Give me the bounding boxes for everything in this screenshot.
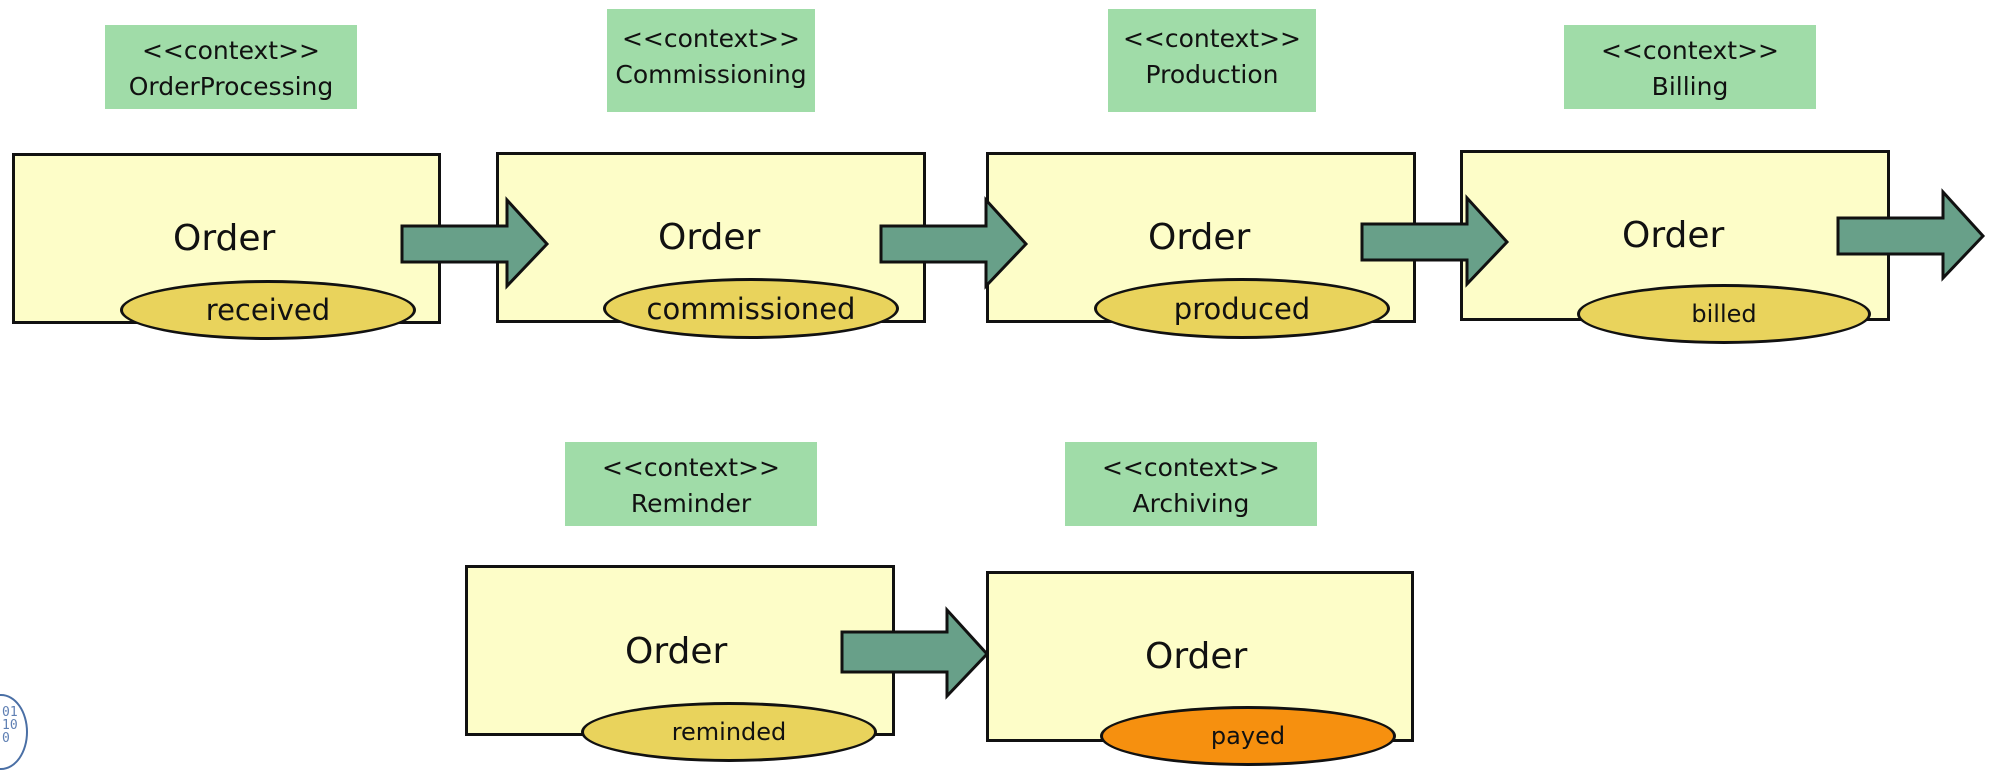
context-stereotype: <<context>> — [621, 24, 800, 53]
context-label-production: <<context>> Production — [1108, 9, 1316, 112]
state-ellipse-produced: produced — [1094, 278, 1390, 339]
context-stereotype: <<context>> — [1101, 453, 1280, 482]
university-seal-icon: 01 10 0 — [0, 694, 28, 770]
context-stereotype: <<context>> — [141, 36, 320, 65]
logo-bit-row: 0 — [2, 731, 10, 746]
state-ellipse-payed: payed — [1100, 706, 1396, 766]
transition-arrow — [1360, 194, 1510, 288]
logo-bits: 01 10 0 — [2, 705, 26, 746]
transition-arrow — [840, 606, 990, 700]
context-name: OrderProcessing — [128, 72, 334, 101]
context-label-reminder: <<context>> Reminder — [565, 442, 817, 526]
state-ellipse-received: received — [120, 280, 416, 340]
order-title: Order — [1148, 217, 1251, 258]
order-title: Order — [658, 217, 761, 258]
context-stereotype: <<context>> — [601, 453, 780, 482]
context-label-archiving: <<context>> Archiving — [1065, 442, 1317, 526]
context-stereotype: <<context>> — [1600, 36, 1779, 65]
logo-bit-row: 01 — [2, 705, 18, 720]
state-ellipse-billed: billed — [1577, 284, 1871, 344]
context-label-commissioning: <<context>> Commissioning — [607, 9, 815, 112]
logo-bit-row: 10 — [2, 718, 18, 733]
context-name: Production — [1145, 60, 1279, 89]
order-title: Order — [173, 218, 276, 259]
order-title: Order — [625, 631, 728, 672]
transition-arrow — [1836, 188, 1986, 282]
context-name: Billing — [1651, 72, 1729, 101]
context-label-order-processing: <<context>> OrderProcessing — [105, 25, 357, 109]
order-title: Order — [1145, 636, 1248, 677]
context-name: Reminder — [630, 489, 752, 518]
transition-arrow — [879, 196, 1029, 290]
state-ellipse-reminded: reminded — [581, 702, 877, 762]
context-stereotype: <<context>> — [1122, 24, 1301, 53]
context-name: Archiving — [1132, 489, 1250, 518]
context-name: Commissioning — [615, 60, 807, 89]
transition-arrow — [400, 196, 550, 290]
context-label-billing: <<context>> Billing — [1564, 25, 1816, 109]
state-ellipse-commissioned: commissioned — [603, 278, 899, 339]
order-title: Order — [1622, 215, 1725, 256]
